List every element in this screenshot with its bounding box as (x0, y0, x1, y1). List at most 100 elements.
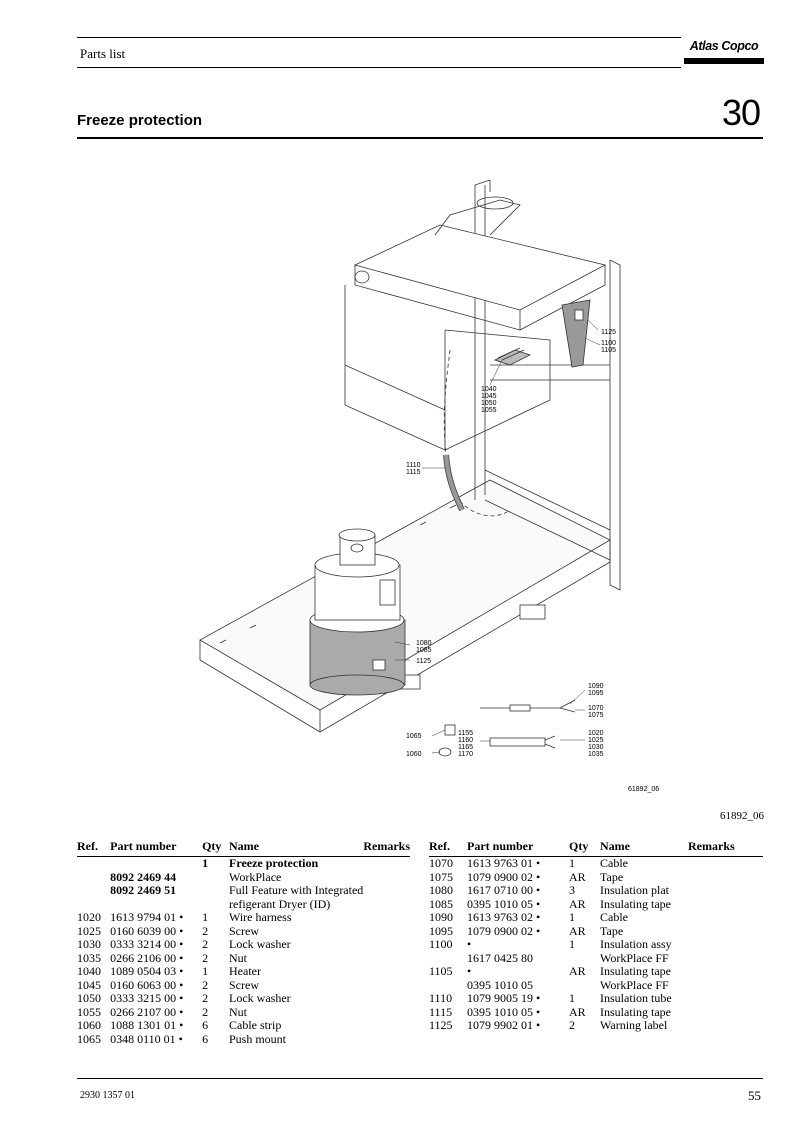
logo-text: Atlas Copco (689, 39, 759, 53)
cell-remarks (363, 979, 410, 993)
callout-1070: 1070 (588, 705, 604, 712)
cell-qty (202, 898, 229, 912)
cell-part-number: 8092 2469 44 (110, 869, 177, 884)
cell-part-number: 1613 9763 01 • (467, 856, 541, 870)
section-number: 30 (722, 92, 761, 133)
table-header-row: Ref. Part number Qty Name Remarks (77, 839, 410, 857)
cell-name: Insulating tape (600, 896, 671, 911)
cell-name: Cable (600, 910, 628, 924)
cell-ref: 1115 (429, 1004, 453, 1019)
cell-part-number: 0395 1010 05 (467, 977, 533, 992)
cell-remarks (363, 938, 410, 952)
cell-part-number: 1617 0710 00 • (467, 883, 541, 897)
cell-name: Lock washer (229, 937, 291, 951)
cell-ref: 1095 (429, 923, 453, 938)
cell-qty: 1 (569, 991, 575, 1005)
cell-qty: 3 (569, 883, 575, 897)
col-part-number-header: Part number (110, 839, 177, 853)
cell-qty: 6 (202, 1018, 209, 1032)
leader-lines (394, 319, 601, 754)
cell-remarks (688, 938, 763, 952)
cell-ref (77, 898, 110, 912)
cell-name: Tape (600, 923, 624, 938)
col-qty-header: Qty (202, 839, 222, 853)
cell-qty: 1 (569, 937, 575, 951)
cell-qty: 2 (202, 937, 209, 951)
cell-remarks (688, 857, 763, 871)
heater (493, 347, 532, 366)
cell-part-number: 1079 9902 01 • (467, 1018, 541, 1032)
cell-name: Full Feature with Integrated (229, 883, 364, 897)
cell-part-number: 0333 3215 00 • (110, 991, 184, 1005)
cell-name: WorkPlace FF (600, 950, 669, 965)
cell-part-number: • (467, 937, 472, 951)
callout-1045: 1045 (481, 393, 497, 400)
cell-qty: AR (569, 1004, 586, 1019)
cell-part-number: 1089 0504 03 • (110, 964, 184, 978)
cell-part-number (110, 857, 202, 871)
cell-remarks (688, 911, 763, 925)
col-part-number-header: Part number (467, 839, 534, 853)
cell-qty (569, 979, 600, 993)
dryer-box (344, 196, 607, 451)
cell-ref (77, 884, 110, 898)
cell-qty: 2 (202, 950, 209, 965)
cell-remarks (688, 965, 763, 979)
callout-1030: 1030 (588, 744, 604, 751)
callout-1055: 1055 (481, 407, 497, 414)
cell-part-number (110, 898, 202, 912)
cell-name: Nut (229, 950, 247, 965)
cell-qty (202, 871, 229, 885)
callout-1125b: 1125 (416, 658, 431, 665)
cell-ref: 1105 (429, 964, 453, 978)
cell-qty: 1 (202, 910, 209, 924)
cell-ref: 1070 (429, 856, 453, 870)
footer-rule (77, 1078, 763, 1079)
section-rule (77, 137, 763, 139)
cell-remarks (688, 952, 763, 966)
base-plate (199, 479, 611, 733)
cell-name: Tape (600, 869, 624, 884)
cell-name: Heater (229, 964, 261, 978)
cell-qty: 6 (202, 1031, 209, 1046)
cell-remarks (688, 898, 763, 912)
figure-reference: 61892_06 (720, 810, 764, 822)
cell-remarks (688, 871, 763, 885)
table-row: 8092 2469 51 Full Feature with Integrated (77, 883, 410, 898)
cell-remarks (688, 992, 763, 1006)
cell-ref: 1040 (77, 964, 101, 978)
cell-ref: 1020 (77, 910, 101, 924)
callout-1085: 1085 (416, 647, 432, 654)
cell-name: Warning label (600, 1018, 668, 1032)
callout-1160: 1160 (458, 737, 473, 744)
cell-qty: 1 (569, 856, 575, 870)
callout-1035: 1035 (588, 751, 604, 758)
cell-remarks (363, 925, 410, 939)
callout-1040: 1040 (481, 386, 497, 393)
callout-1115: 1115 (406, 469, 421, 476)
callout-1025: 1025 (588, 737, 604, 744)
cell-part-number: 8092 2469 51 (110, 883, 177, 897)
cell-name: Insulation assy (600, 937, 672, 951)
cell-name: refigerant Dryer (ID) (229, 896, 331, 911)
cell-ref: 1075 (429, 869, 453, 884)
cell-ref: 1050 (77, 991, 101, 1005)
cell-qty: 2 (202, 977, 209, 992)
cell-remarks (688, 979, 763, 993)
